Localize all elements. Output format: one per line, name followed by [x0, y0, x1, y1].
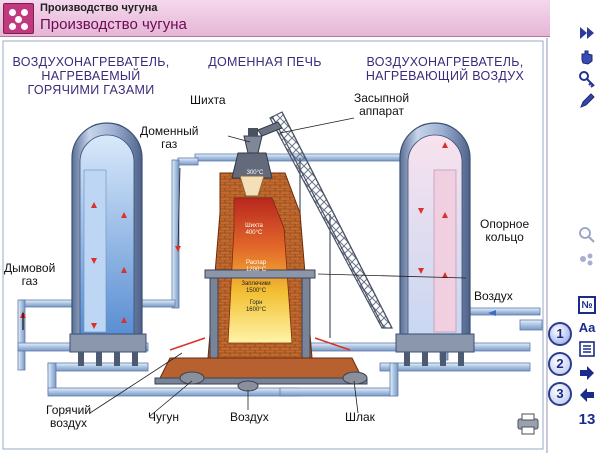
step-1-button[interactable]: 1 — [548, 322, 572, 346]
label-flue-gas: Дымовой газ — [4, 261, 56, 288]
step-2-button[interactable]: 2 — [548, 352, 572, 376]
label-charging-device: Засыпной аппарат — [354, 91, 410, 118]
app-logo-icon — [3, 3, 34, 34]
magnifier-icon[interactable] — [578, 226, 596, 244]
furnace-zone-middle: Распар 1200°С — [245, 260, 267, 273]
forward-icon[interactable] — [578, 24, 596, 42]
title-bar: Производство чугуна Производство чугуна … — [0, 0, 600, 37]
header-furnace: ДОМЕННАЯ ПЕЧЬ — [208, 55, 322, 69]
content-area: 300°С Шихта 400°С Распар 1200°С Заплечик… — [0, 38, 548, 453]
label-air-right: Воздух — [474, 289, 513, 303]
next-arrow-icon[interactable] — [578, 364, 596, 382]
print-icon[interactable] — [515, 413, 541, 435]
label-slag: Шлак — [345, 410, 375, 424]
label-pig-iron: Чугун — [148, 410, 180, 424]
list-icon[interactable] — [578, 340, 596, 358]
furnace-zone-lower: Заплечики 1500°С — [241, 281, 271, 294]
hand-icon[interactable] — [578, 48, 596, 66]
right-toolbar — [550, 0, 600, 453]
label-air-bottom: Воздух — [230, 410, 269, 424]
header-left-heater: ВОЗДУХОНАГРЕВАТЕЛЬ, НАГРЕВАЕМЫЙ ГОРЯЧИМИ… — [12, 55, 170, 97]
header-right-heater: ВОЗДУХОНАГРЕВАТЕЛЬ, НАГРЕВАЮЩИЙ ВОЗДУХ — [365, 55, 525, 83]
back-arrow-icon[interactable] — [578, 386, 596, 404]
furnace-zone-upper: Шихта 400°С — [245, 223, 263, 236]
blast-furnace — [154, 121, 368, 392]
window-title: Производство чугуна — [40, 2, 158, 14]
label-hot-air: Горячий воздух — [46, 403, 92, 430]
label-charge: Шихта — [190, 93, 226, 107]
label-support-ring: Опорное кольцо — [480, 217, 530, 244]
left-air-heater — [69, 122, 147, 366]
page-number: 13 — [578, 410, 596, 428]
step-3-button[interactable]: 3 — [548, 382, 572, 406]
furnace-zone-hearth: Горн 1600°С — [245, 300, 267, 313]
right-air-heater — [395, 122, 475, 366]
sound-icon[interactable] — [578, 250, 596, 268]
label-blast-gas: Доменный газ — [140, 124, 199, 151]
page-title: Производство чугуна — [40, 16, 187, 33]
blast-furnace-diagram — [2, 40, 544, 450]
pencil-icon[interactable] — [578, 92, 596, 110]
key-icon[interactable] — [578, 70, 596, 88]
book-icon[interactable]: № — [578, 296, 596, 314]
font-size-button[interactable]: Aa — [578, 319, 596, 335]
furnace-zone-top: 300°С — [246, 170, 264, 176]
